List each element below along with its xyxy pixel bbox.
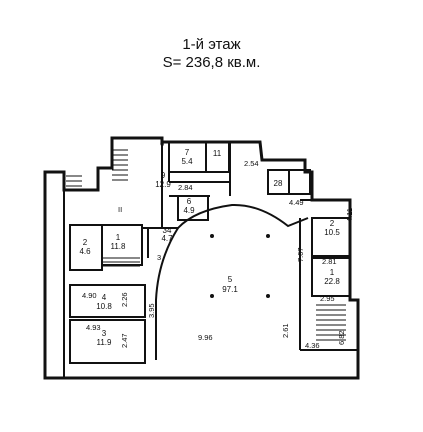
- room-area: 12.9: [155, 180, 171, 189]
- dimension-label: 4.49: [289, 198, 304, 207]
- room-number: 28: [274, 179, 283, 188]
- dimension-label: 4.93: [86, 323, 101, 332]
- dimension-label: 3.95: [147, 303, 156, 318]
- room-area: 10.5: [324, 228, 340, 237]
- room-number: 3: [102, 329, 107, 338]
- room-area: 22.8: [324, 277, 340, 286]
- dimension-label: 9.96: [198, 333, 213, 342]
- room-area: 4.9: [183, 206, 195, 215]
- room-area: 97.1: [222, 285, 238, 294]
- room-area: 11.8: [111, 242, 127, 251]
- floor-title: 1-й этаж: [182, 36, 241, 53]
- dimension-label: 7.07: [296, 247, 305, 262]
- dimension-label: 4.90: [82, 291, 97, 300]
- dimension-label: 4.11: [345, 208, 354, 222]
- dimension-label: 2.54: [244, 159, 259, 168]
- room-area: 4.6: [79, 247, 91, 256]
- room-mark: 3: [157, 253, 161, 262]
- dimension-label: 2.84: [178, 183, 193, 192]
- room-number: 2: [83, 238, 88, 247]
- dimension-label: 2.47: [120, 333, 129, 348]
- room-number: 7: [185, 148, 190, 157]
- dimension-label: 2.95: [320, 294, 335, 303]
- room-number: 6: [187, 197, 192, 206]
- room-number: 9: [161, 171, 166, 180]
- room-mark: II: [118, 205, 122, 214]
- room-number: 1: [330, 268, 335, 277]
- room-number: 1: [116, 233, 121, 242]
- room-number: 11: [213, 149, 222, 158]
- room-mark: 6: [160, 139, 164, 148]
- dimension-label: 2.81: [322, 257, 337, 266]
- room-area: 11.9: [97, 338, 113, 347]
- room-number: 5: [228, 275, 233, 284]
- dimension-label: 4.36: [305, 341, 320, 350]
- room-number: 34: [163, 226, 172, 235]
- room-area: 10.8: [96, 302, 112, 311]
- room-area: 4.7: [161, 234, 173, 243]
- room-number: 4: [102, 293, 107, 302]
- room-area: 5.4: [181, 157, 193, 166]
- room-number: 2: [330, 219, 335, 228]
- dimension-label: 2.61: [281, 323, 290, 338]
- floor-area: S= 236,8 кв.м.: [162, 54, 261, 71]
- dimension-label: 2.26: [120, 292, 129, 307]
- dimension-label: 6.82: [337, 330, 346, 345]
